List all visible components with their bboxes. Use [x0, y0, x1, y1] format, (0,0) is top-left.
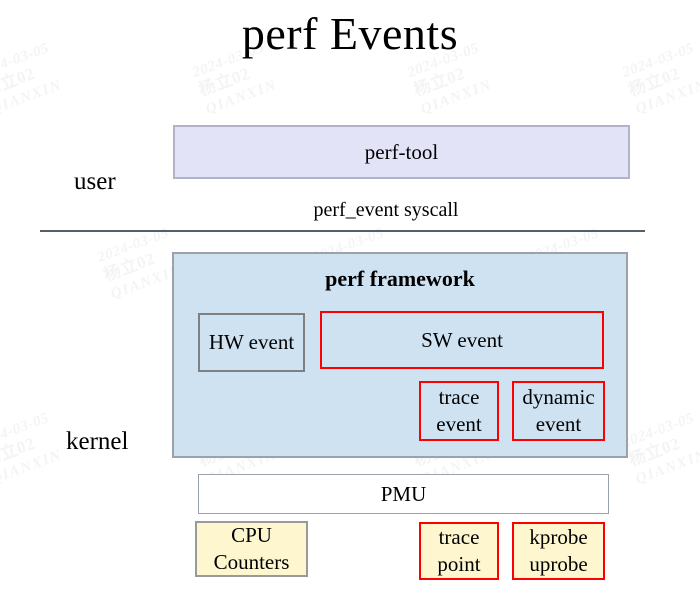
perf-tool-box[interactable]: perf-tool — [173, 125, 630, 179]
hw-event-label: HW event — [208, 330, 295, 354]
trace-event-label-line2: event — [436, 412, 482, 436]
cpu-counters-label-line2: Counters — [213, 550, 290, 574]
perf-tool-label: perf-tool — [364, 139, 439, 164]
sw-event-label: SW event — [421, 327, 503, 352]
trace-point-label-line1: trace — [438, 525, 480, 549]
dynamic-event-box[interactable]: dynamic event — [512, 381, 605, 441]
dynamic-event-label-line2: event — [535, 412, 582, 436]
pmu-box[interactable]: PMU — [198, 474, 609, 514]
kprobe-uprobe-box[interactable]: kprobe uprobe — [512, 522, 605, 580]
zone-label-kernel: kernel — [66, 428, 129, 455]
sw-event-box[interactable]: SW event — [320, 311, 604, 369]
perf-framework-label: perf framework — [325, 266, 475, 291]
cpu-counters-box[interactable]: CPU Counters — [195, 521, 308, 577]
zone-label-user: user — [74, 168, 116, 195]
trace-event-label-line1: trace — [438, 385, 480, 409]
trace-point-box[interactable]: trace point — [419, 522, 499, 580]
pmu-label: PMU — [380, 481, 427, 506]
dynamic-event-label-line1: dynamic — [522, 385, 595, 409]
user-kernel-divider — [40, 230, 645, 232]
perf-framework-box[interactable] — [172, 252, 628, 458]
syscall-label: perf_event syscall — [313, 199, 459, 221]
kprobe-uprobe-label-line2: uprobe — [529, 552, 588, 576]
page-title: perf Events — [241, 8, 459, 59]
cpu-counters-label-line1: CPU — [231, 523, 272, 547]
hw-event-box[interactable]: HW event — [198, 313, 305, 372]
trace-event-box[interactable]: trace event — [419, 381, 499, 441]
kprobe-uprobe-label-line1: kprobe — [529, 525, 588, 549]
trace-point-label-line2: point — [437, 552, 481, 576]
